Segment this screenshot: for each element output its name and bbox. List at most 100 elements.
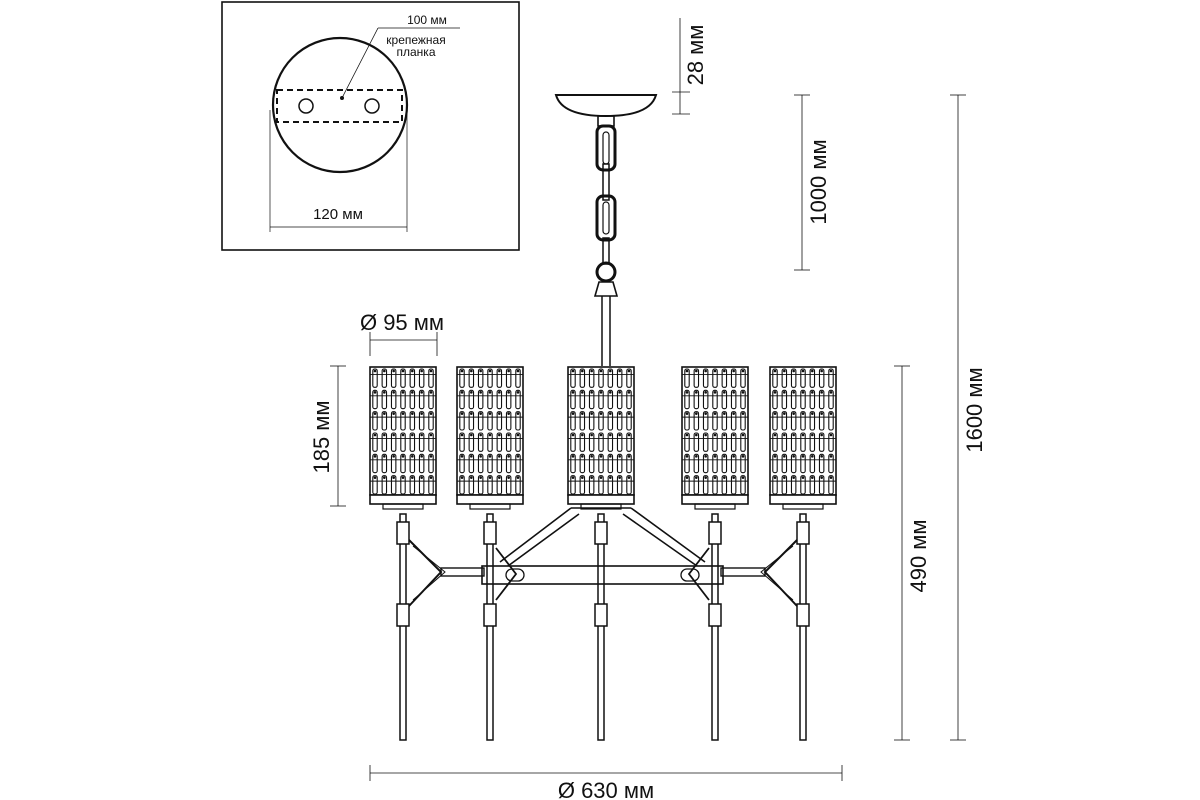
shade-cup <box>782 503 824 510</box>
crystal-prism <box>390 411 397 431</box>
crystal-bead <box>498 455 501 458</box>
shade-5 <box>769 366 837 510</box>
crystal-prism <box>372 453 378 474</box>
crystal-bead <box>618 455 621 458</box>
bracket-width-label: 100 мм <box>407 13 447 27</box>
chain-link-3-inner <box>602 201 610 235</box>
crystal-prism <box>381 475 388 495</box>
crystal-prism <box>828 432 834 452</box>
crystal-bead <box>470 476 473 479</box>
crystal-bead <box>773 369 777 373</box>
crystal-prism <box>740 453 746 474</box>
canopy-diameter-label: 120 мм <box>313 206 363 223</box>
crystal-bead <box>420 455 423 458</box>
crystal-prism <box>730 432 737 452</box>
crystal-bead <box>773 455 777 458</box>
crystal-prism <box>428 475 434 495</box>
crystal-bead <box>723 476 726 479</box>
canopy-top-view-inset: 100 мм крепежная планка 120 мм <box>221 1 520 251</box>
shade-base-band <box>369 494 437 505</box>
crystal-prism <box>409 368 416 388</box>
crystal-bead <box>507 391 510 394</box>
crystal-bead <box>373 455 377 458</box>
crystal-prism <box>772 475 778 495</box>
crystal-prism <box>487 453 493 474</box>
crystal-prism <box>381 389 388 410</box>
crystal-prism <box>809 389 816 410</box>
crystal-bead <box>618 412 621 415</box>
arm-post-5 <box>796 513 810 741</box>
crystal-prism <box>740 475 746 495</box>
post-collar-lower <box>594 603 608 627</box>
crystal-bead <box>420 476 423 479</box>
dimension-lines <box>330 18 966 781</box>
crystal-bead <box>581 433 584 437</box>
crystal-bead <box>401 391 405 394</box>
shade-base-band <box>567 494 635 505</box>
crystal-bead <box>783 412 786 415</box>
crystal-bead <box>373 391 377 394</box>
crystal-bead <box>801 433 805 437</box>
crystal-bead <box>801 369 805 373</box>
crystal-prism <box>477 475 484 495</box>
shade-diameter-label: Ø 95 мм <box>360 310 444 335</box>
crystal-bead <box>420 391 423 394</box>
crystal-prism <box>588 411 595 431</box>
crystal-prism <box>772 389 778 410</box>
shade-cup <box>580 503 622 510</box>
crystal-prism <box>505 475 512 495</box>
crystal-bead <box>618 433 621 437</box>
crystal-bead <box>571 433 575 437</box>
post-rod <box>711 513 719 741</box>
crystal-bead <box>732 369 735 373</box>
crystal-bead <box>723 455 726 458</box>
shade-base-band <box>681 494 749 505</box>
crystal-prism <box>418 453 425 474</box>
dimension-labels: 28 мм 1000 мм 1600 мм 490 мм 185 мм Ø 95… <box>309 25 987 800</box>
crystal-prism <box>781 389 788 410</box>
crystal-bead <box>741 455 745 458</box>
crystal-prism <box>570 432 576 452</box>
inset-frame <box>221 1 520 251</box>
crystal-prism <box>626 411 632 431</box>
crystal-prism <box>459 411 465 431</box>
crystal-bead <box>420 433 423 437</box>
crystal-bead <box>792 476 795 479</box>
crystal-prism <box>579 432 586 452</box>
bar-slot-left <box>505 568 525 582</box>
crystal-bead <box>420 369 423 373</box>
crystal-prism <box>684 411 690 431</box>
crystal-bead <box>392 412 395 415</box>
crystal-prism <box>418 389 425 410</box>
canopy-and-chain <box>554 94 658 366</box>
crystal-bead <box>713 455 717 458</box>
crystal-prism <box>721 475 728 495</box>
crystal-bead <box>801 455 805 458</box>
crystal-prism <box>372 432 378 452</box>
crystal-prism <box>381 368 388 388</box>
crystal-prism <box>772 432 778 452</box>
crystal-prism <box>598 475 604 495</box>
crystal-prism <box>409 453 416 474</box>
crystal-bead <box>392 433 395 437</box>
crystal-bead <box>741 476 745 479</box>
crystal-bead <box>627 391 631 394</box>
crystal-bead <box>590 391 593 394</box>
crystal-prism <box>372 368 378 388</box>
crystal-bead <box>811 433 814 437</box>
crystal-bead <box>488 412 492 415</box>
crystal-bead <box>429 433 433 437</box>
crystal-bead <box>590 433 593 437</box>
crystal-prism <box>626 432 632 452</box>
crystal-bead <box>618 476 621 479</box>
post-collar-upper <box>708 521 722 545</box>
crystal-prism <box>400 453 406 474</box>
crystal-bead <box>516 455 520 458</box>
crystal-bead <box>479 391 482 394</box>
crystal-bead <box>498 412 501 415</box>
crystal-prism <box>790 475 797 495</box>
crystal-bead <box>581 412 584 415</box>
crystal-bead <box>820 391 823 394</box>
crystal-bead <box>627 455 631 458</box>
brace-left <box>499 507 580 567</box>
